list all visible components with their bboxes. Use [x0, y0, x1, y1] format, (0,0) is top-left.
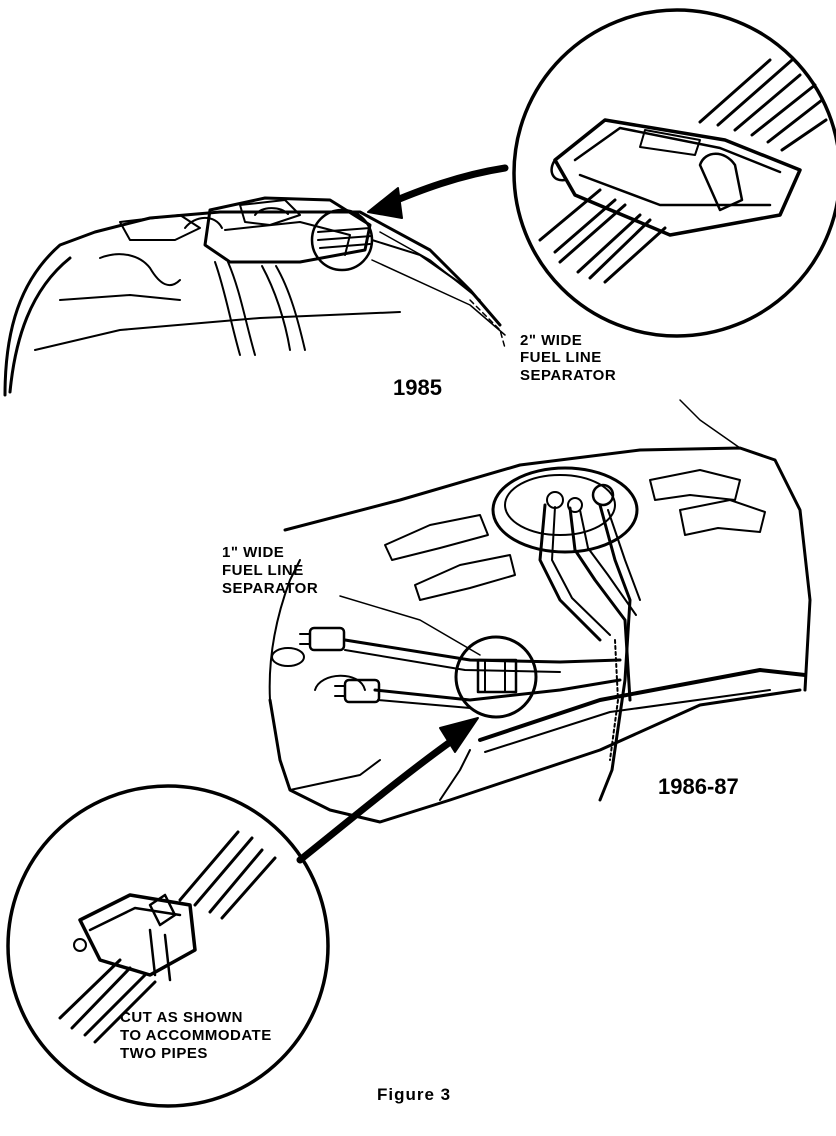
fuel-tank-1985	[3, 196, 506, 397]
leader-1in	[339, 595, 481, 656]
callout-2in-line-3: SEPARATOR	[520, 367, 616, 384]
cut-instruction-note: CUT AS SHOWN TO ACCOMMODATE TWO PIPES	[120, 1009, 272, 1062]
leader-2in	[371, 259, 506, 336]
zoom-arrow-1986	[296, 731, 464, 864]
callout-1in-line-1: 1ʺ WIDE	[222, 544, 284, 561]
callout-2in-separator: 2ʺ WIDE FUEL LINE SEPARATOR	[520, 332, 616, 384]
callout-1in-line-2: FUEL LINE	[222, 562, 304, 579]
cut-note-line-2: TO ACCOMMODATE	[120, 1027, 272, 1044]
figure-caption: Figure 3	[377, 1085, 451, 1104]
callout-1in-line-3: SEPARATOR	[222, 580, 318, 597]
magnified-view-1in-separator	[6, 784, 330, 1108]
fuel-tank-1986-87	[268, 399, 812, 824]
arrow-head-1985	[367, 187, 403, 219]
arrow-head-1986	[439, 717, 479, 753]
callout-2in-line-2: FUEL LINE	[520, 349, 602, 366]
callout-1in-separator: 1ʺ WIDE FUEL LINE SEPARATOR	[222, 544, 318, 597]
year-label-1986-87: 1986-87	[658, 774, 739, 799]
zoom-arrow-1985	[381, 164, 509, 209]
callout-2in-line-1: 2ʺ WIDE	[520, 332, 582, 349]
cut-note-line-1: CUT AS SHOWN	[120, 1009, 243, 1026]
cut-note-line-3: TWO PIPES	[120, 1045, 208, 1062]
year-label-1985: 1985	[393, 375, 442, 400]
magnified-view-2in-separator	[512, 8, 836, 338]
